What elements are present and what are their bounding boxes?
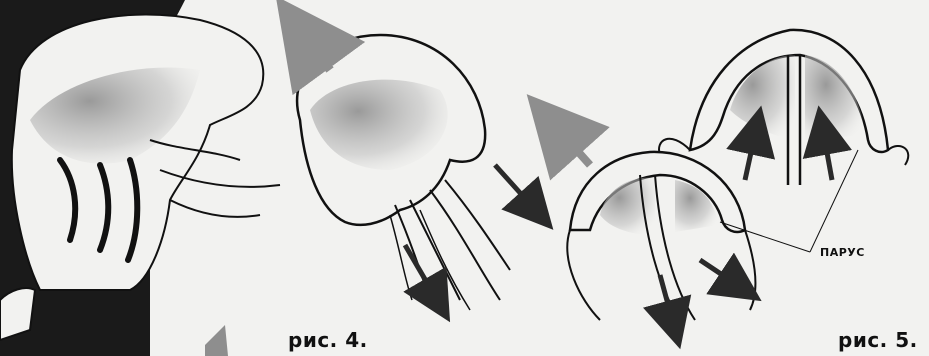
fig4-jellyfish <box>297 35 510 310</box>
movement-arrow <box>495 165 540 215</box>
movement-arrow <box>660 275 675 330</box>
movement-arrow <box>548 118 590 165</box>
movement-arrow <box>745 125 757 180</box>
figure-4-caption: рис. 4. <box>288 328 368 352</box>
movement-arrow <box>700 260 745 290</box>
figure-5-caption: рис. 5. <box>838 328 918 352</box>
fig5-jellyfish-lower <box>567 152 755 330</box>
sail-label: ПАРУС <box>820 246 865 259</box>
left-jellyfish-panel <box>0 0 280 356</box>
